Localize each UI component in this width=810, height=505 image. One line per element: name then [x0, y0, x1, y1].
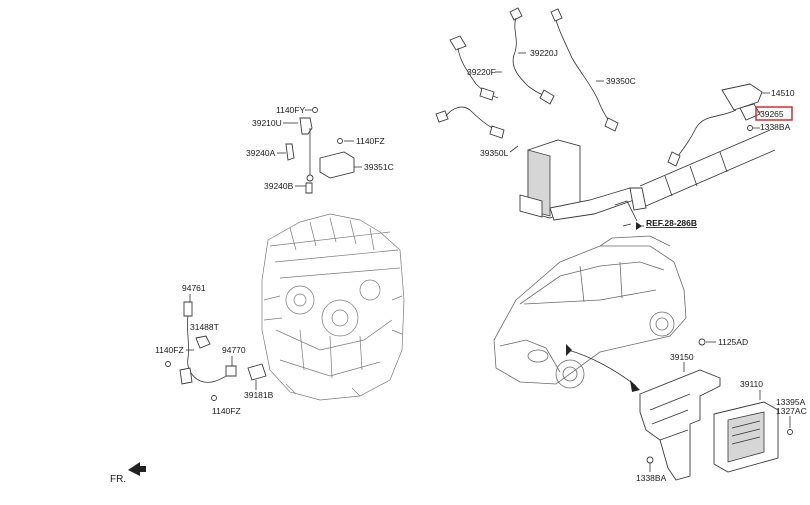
label-1140FZ-a: 1140FZ — [356, 136, 385, 146]
temp-sensor-icon — [225, 365, 237, 377]
reference-link[interactable]: REF.28-286B — [646, 218, 697, 228]
engine-block — [261, 213, 405, 401]
oxygen-sensor-icon — [479, 87, 495, 101]
arrow-icon — [636, 222, 642, 230]
ecu-bracket-icon — [639, 369, 721, 481]
label-39220F: 39220F — [467, 67, 496, 77]
bolt-icon — [337, 138, 343, 144]
oxygen-sensor-icon — [539, 89, 555, 105]
sensor-clip-icon — [195, 335, 211, 349]
label-1140FY: 1140FY — [276, 105, 305, 115]
vacuum-sensor-bracket — [667, 83, 770, 167]
bolt-icon — [312, 107, 318, 113]
label-94770: 94770 — [222, 345, 246, 355]
label-1125AD: 1125AD — [718, 337, 748, 347]
label-front: FR. — [110, 474, 126, 485]
label-1140FZ-b: 1140FZ — [155, 345, 184, 355]
label-39220J: 39220J — [530, 48, 558, 58]
arrow-icon — [630, 380, 640, 392]
label-39350L: 39350L — [480, 148, 509, 158]
bolt-icon — [698, 338, 706, 346]
sensor-connector-icon — [550, 8, 563, 22]
front-arrow-icon — [128, 462, 146, 476]
label-39240B: 39240B — [264, 181, 294, 191]
sensor-bracket-icon — [319, 151, 355, 179]
label-1140FZ-c: 1140FZ — [212, 406, 241, 416]
label-39240A: 39240A — [246, 148, 276, 158]
cam-sensor-group: 1140FY 39210U 1140FZ 39240A 39351C 39240… — [246, 105, 394, 194]
front-direction-indicator: FR. — [110, 462, 146, 485]
label-94761: 94761 — [182, 283, 206, 293]
sensor-icon — [305, 182, 313, 194]
crank-sensor-icon — [285, 143, 295, 161]
bolt-icon — [306, 174, 314, 182]
knock-sensor-group: 94761 31488T 1140FZ 94770 39181B 1140FZ — [155, 283, 274, 416]
bolt-icon — [747, 125, 753, 131]
label-1338BA-top: 1338BA — [760, 122, 791, 132]
label-1327AC: 1327AC — [776, 406, 807, 416]
label-39150: 39150 — [670, 352, 694, 362]
sensor-connector-icon — [509, 7, 523, 21]
label-31488T: 31488T — [190, 322, 219, 332]
knock-sensor-icon — [247, 363, 267, 381]
ecu-group: 1125AD 39150 39110 13395A 1327AC 1338BA — [636, 337, 807, 483]
bolt-icon — [165, 361, 171, 367]
highlight-box — [755, 106, 793, 121]
label-13395A: 13395A — [776, 397, 806, 407]
label-39350C: 39350C — [606, 76, 636, 86]
vehicle-illustration — [493, 235, 687, 392]
label-14510: 14510 — [771, 88, 795, 98]
oxygen-sensor-icon — [604, 117, 619, 132]
pressure-sensor-icon — [183, 301, 193, 317]
label-39181B: 39181B — [244, 390, 274, 400]
exhaust-pipe — [614, 129, 776, 227]
bolt-icon — [211, 395, 217, 401]
label-39110: 39110 — [740, 379, 763, 389]
sensor-connector-icon — [449, 35, 467, 51]
label-39265: 39265 — [760, 109, 784, 119]
catalytic-converter — [519, 139, 647, 221]
label-39210U: 39210U — [252, 118, 282, 128]
sensor-connector-icon — [435, 110, 449, 123]
label-1338BA-bottom: 1338BA — [636, 473, 667, 483]
oxygen-sensor-group — [435, 7, 619, 139]
connector-icon — [179, 367, 193, 385]
oxygen-sensor-icon — [489, 125, 505, 139]
bolt-icon — [787, 429, 793, 435]
bolt-icon — [646, 456, 654, 464]
label-39351C: 39351C — [364, 162, 394, 172]
